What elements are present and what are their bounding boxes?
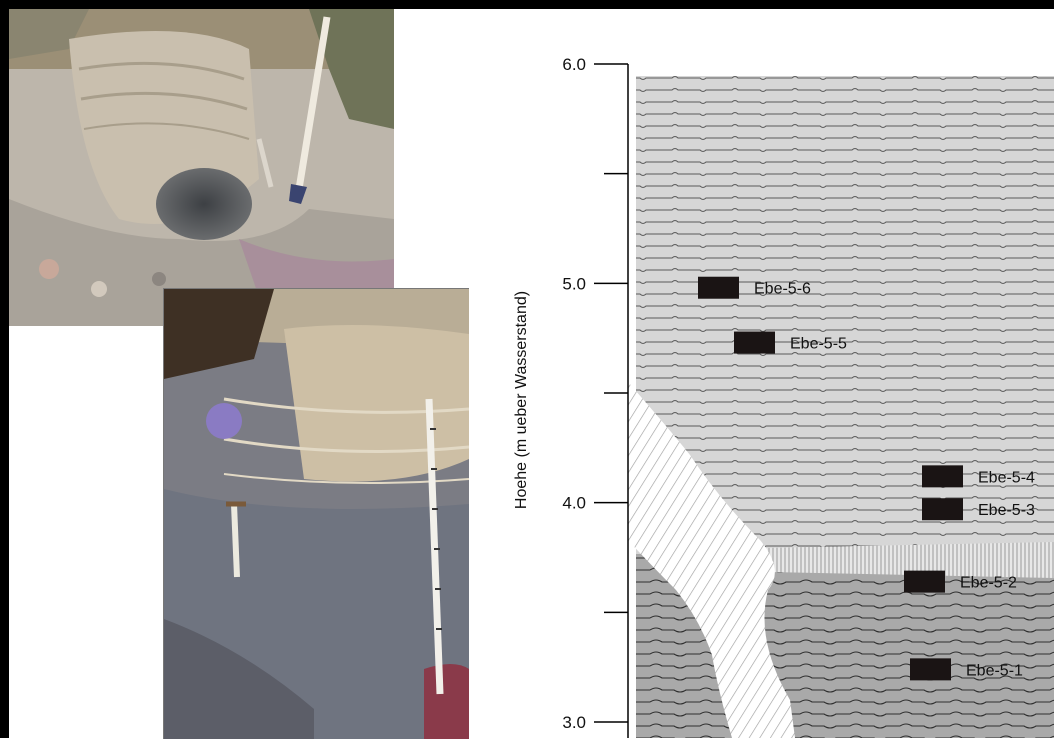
upper-silt-layer xyxy=(636,76,1054,554)
pit-photo xyxy=(9,9,394,326)
y-tick-label: 3.0 xyxy=(562,713,586,732)
sample-label-ebe-5-6: Ebe-5-6 xyxy=(754,281,811,298)
sample-marker-ebe-5-5 xyxy=(734,331,775,354)
sample-marker-ebe-5-3 xyxy=(922,498,963,521)
frost-wedge xyxy=(628,382,795,738)
sample-label-ebe-5-1: Ebe-5-1 xyxy=(966,662,1023,679)
y-tick-label: 4.0 xyxy=(562,494,586,513)
sand-band xyxy=(760,542,1054,578)
y-tick-label: 6.0 xyxy=(562,55,586,74)
sample-label-ebe-5-2: Ebe-5-2 xyxy=(960,575,1017,592)
sample-marker-ebe-5-4 xyxy=(922,465,963,488)
sample-marker-ebe-5-1 xyxy=(910,658,951,681)
sample-marker-ebe-5-6 xyxy=(698,276,739,299)
sample-markers: Ebe-5-6Ebe-5-5Ebe-5-4Ebe-5-3Ebe-5-2Ebe-5… xyxy=(698,276,1035,681)
y-axis-ticks xyxy=(594,63,628,723)
y-axis-tick-labels: 6.0 5.0 4.0 3.0 xyxy=(562,55,586,732)
sample-label-ebe-5-3: Ebe-5-3 xyxy=(978,502,1035,519)
sample-marker-ebe-5-2 xyxy=(904,570,945,593)
profile-wall-photo xyxy=(163,288,469,739)
y-tick-label: 5.0 xyxy=(562,274,586,293)
y-axis-label: Hoehe (m ueber Wasserstand) xyxy=(513,291,530,509)
sample-label-ebe-5-5: Ebe-5-5 xyxy=(790,336,847,353)
sample-label-ebe-5-4: Ebe-5-4 xyxy=(978,469,1035,486)
